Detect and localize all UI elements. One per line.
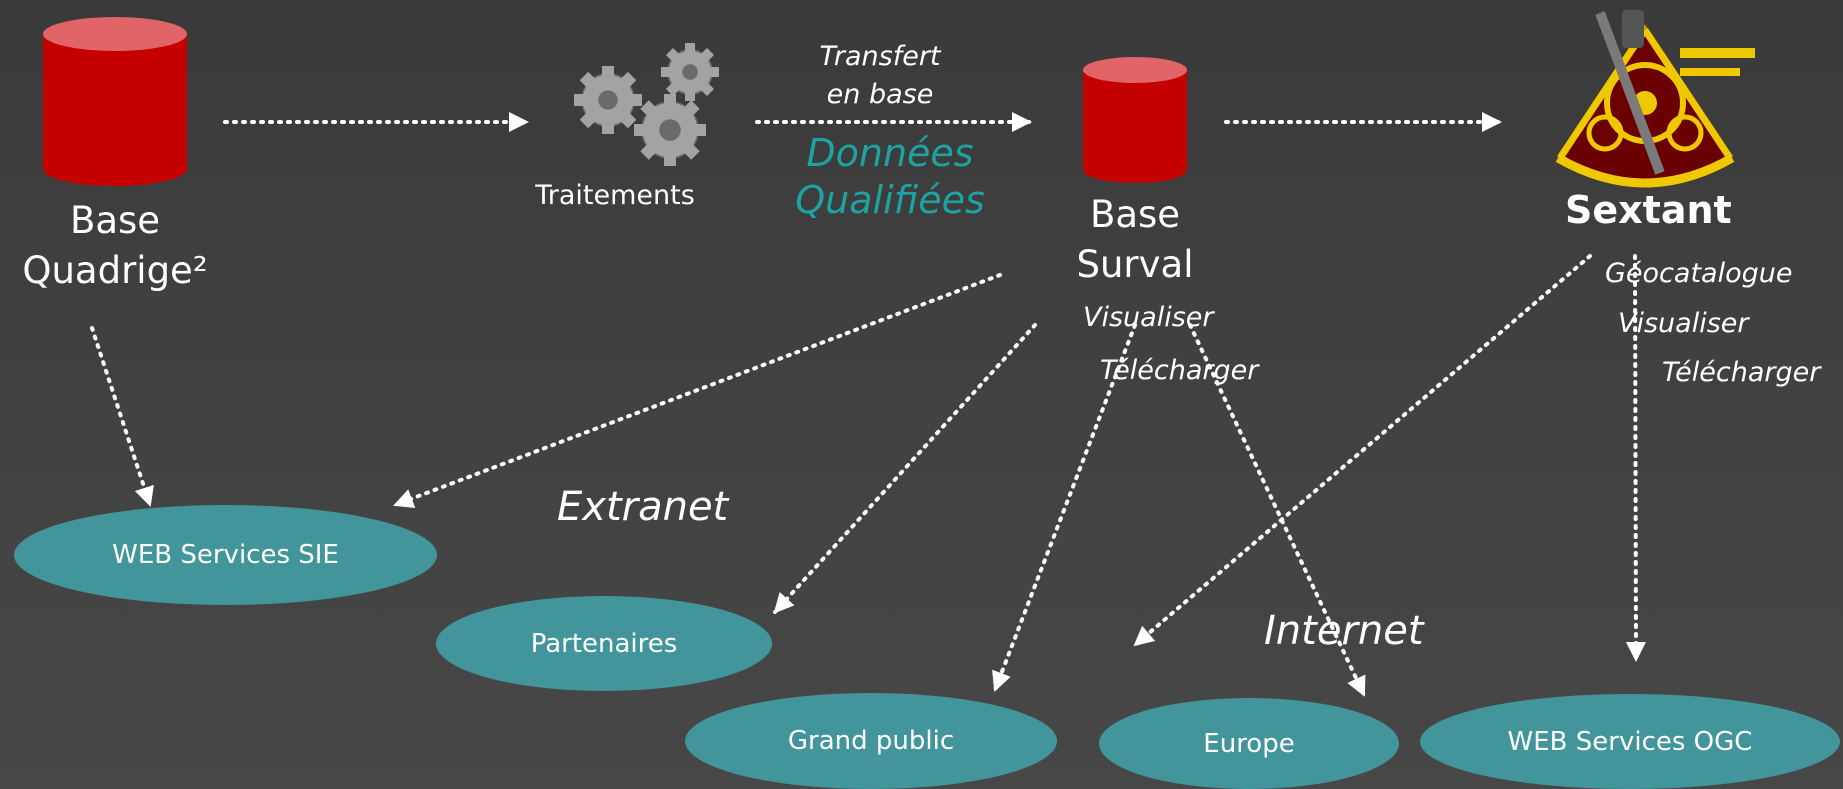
ws-sie-label: WEB Services SIE [112, 540, 339, 570]
arrow-quadrige-to-ws-sie [90, 326, 154, 507]
surval-telecharger-label: Télécharger [1100, 355, 1259, 386]
qualified-data-label: Données Qualifiées [790, 130, 990, 224]
traitements-label: Traitements [535, 180, 695, 211]
surval-label-line1: Base [1089, 193, 1181, 236]
europe-label: Europe [1203, 728, 1295, 759]
europe-node: Europe [1099, 698, 1399, 789]
surval-visualiser-label: Visualiser [1083, 302, 1214, 333]
grand-public-label: Grand public [787, 726, 955, 756]
internet-zone-label: Internet [1264, 608, 1424, 654]
arrow-sextant-to-ws-ogc [1625, 254, 1646, 662]
ws-ogc-node: WEB Services OGC [1420, 694, 1840, 789]
arrow-surval-to-grand-public [992, 323, 1137, 692]
quadrige-label: Base Quadrige² [0, 196, 230, 296]
extranet-zone-label: Extranet [557, 484, 729, 530]
ws-ogc-label: WEB Services OGC [1507, 726, 1753, 757]
grand-public-node: Grand public [685, 693, 1057, 789]
surval-label: Base Surval [1040, 190, 1230, 290]
gears-icon [574, 43, 719, 166]
partenaires-node: Partenaires [436, 596, 772, 691]
surval-label-line2: Surval [1076, 243, 1194, 286]
partenaires-label: Partenaires [530, 628, 678, 659]
arrow-sextant-to-europe [1133, 254, 1592, 647]
sextant-label: Sextant [1565, 188, 1732, 232]
qualified-line1: Données [806, 131, 974, 175]
sextant-visualiser-label: Visualiser [1618, 308, 1749, 339]
arrow-surval-to-europe [1188, 323, 1366, 697]
ws-sie-node: WEB Services SIE [14, 505, 437, 605]
database-quadrige-icon [43, 17, 187, 186]
sextant-telecharger-label: Télécharger [1662, 357, 1821, 388]
database-surval-icon [1083, 57, 1187, 183]
sextant-logo-icon [1555, 10, 1755, 188]
qualified-line2: Qualifiées [795, 178, 985, 222]
arrow-surval-to-partenaires [773, 323, 1037, 614]
quadrige-label-line1: Base [69, 199, 161, 242]
transfert-line1: Transfert [819, 41, 941, 72]
sextant-geocatalogue-label: Géocatalogue [1605, 258, 1793, 289]
transfert-line2: en base [826, 79, 934, 110]
quadrige-label-line2: Quadrige² [22, 249, 208, 292]
arrow-surval-to-ws-sie [393, 273, 1002, 508]
transfert-label: Transfert en base [790, 38, 970, 114]
